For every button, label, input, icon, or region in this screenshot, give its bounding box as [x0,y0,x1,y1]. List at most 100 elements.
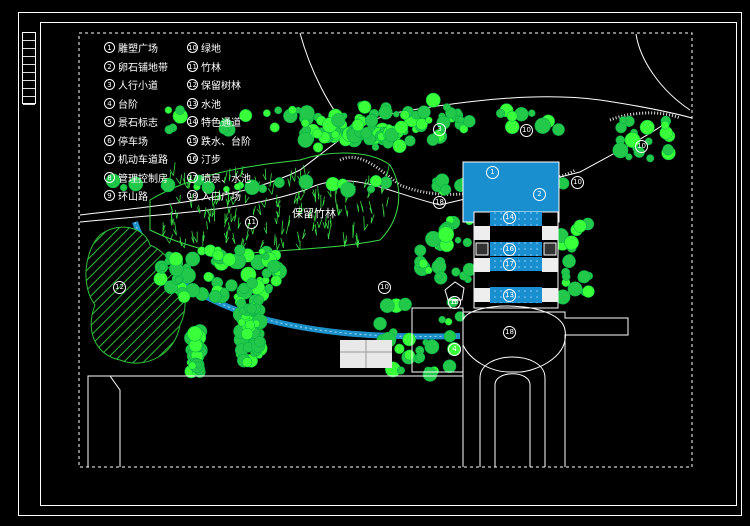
bamboo-stroke [227,222,231,231]
tree-icon [274,106,283,115]
legend-number-circle: 6 [104,134,115,146]
bamboo-stroke [191,231,195,244]
tree-icon [415,352,426,362]
legend-number-circle: 13 [187,97,198,109]
map-marker: 10 [571,176,584,189]
tree-icon [506,110,518,122]
tree-icon [358,100,372,114]
tree-icon [424,266,433,275]
bamboo-stroke [165,234,173,244]
bamboo-stroke [274,211,279,225]
tree-icon [646,154,655,163]
tree-icon [462,237,472,248]
tree-icon [175,105,185,115]
tree-icon [158,263,167,271]
tree-icon [438,315,446,324]
tree-icon [369,175,383,188]
tree-icon [442,359,457,374]
legend-number-circle: 14 [187,116,198,127]
tree-icon [128,176,144,192]
bamboo-stroke [274,234,276,246]
tree-icon [265,283,274,292]
tree-icon [379,298,395,314]
bamboo-grove-label: 保留竹林 [292,207,336,220]
tree-icon [422,366,438,382]
tree-icon [185,251,201,267]
tree-icon [612,142,629,159]
bamboo-stroke [363,178,369,189]
bamboo-stroke [287,178,291,187]
bamboo-stroke [162,225,166,237]
bamboo-stroke [311,189,317,199]
tree-icon [398,297,412,312]
bamboo-stroke [289,170,293,181]
bamboo-stroke [175,174,183,185]
bamboo-stroke [370,214,375,224]
tree-icon [258,248,266,255]
bamboo-stroke [224,213,228,227]
legend-label: 停车场 [118,136,148,148]
bamboo-stroke [227,190,233,203]
legend-label: 卵石铺地带 [118,62,168,74]
bamboo-stroke [314,224,318,236]
bamboo-stroke [325,220,330,229]
bamboo-stroke [256,203,262,216]
bamboo-stroke [203,207,207,218]
bamboo-stroke [322,196,325,207]
retained-forest-area [85,226,186,364]
legend-number-circle: 11 [187,60,198,72]
bamboo-stroke [355,235,359,248]
tree-icon [360,127,372,139]
map-marker: 10 [635,140,648,153]
tree-icon [186,325,203,342]
tree-icon [573,219,587,233]
legend-label: 人行小道 [118,81,158,92]
tree-icon [662,143,674,156]
bamboo-stroke [363,216,369,231]
entrance-roundabout [462,305,566,373]
bamboo-stroke [386,197,389,207]
tree-icon [246,277,258,289]
bamboo-stroke [169,162,176,176]
bamboo-stroke [344,205,348,217]
tree-icon [371,143,380,151]
tree-icon [404,349,415,361]
bamboo-stroke [275,237,280,250]
bamboo-stroke [316,219,323,228]
tree-icon [552,123,565,136]
tree-icon [424,339,440,355]
tree-icon [201,180,215,195]
tree-icon [392,139,407,154]
tree-icon [454,236,462,244]
bamboo-stroke [329,217,332,227]
bamboo-stroke [211,205,216,218]
bamboo-stroke [206,221,208,230]
bamboo-stroke [382,203,385,217]
tree-icon [425,116,433,124]
tree-icon [417,105,431,119]
tree-icon [639,119,655,135]
tree-canopy-group [105,92,676,382]
parking-road-edge [87,375,121,467]
tree-icon [174,276,183,284]
bamboo-stroke [281,220,285,235]
tree-icon [435,273,443,281]
tree-icon [312,128,323,139]
legend-label: 喷泉、水池 [201,173,251,185]
tree-icon [164,125,174,135]
bamboo-stroke [226,199,231,214]
bamboo-stroke [297,191,305,201]
tree-icon [160,177,176,193]
bamboo-stroke [260,197,267,208]
tree-icon [582,285,595,298]
